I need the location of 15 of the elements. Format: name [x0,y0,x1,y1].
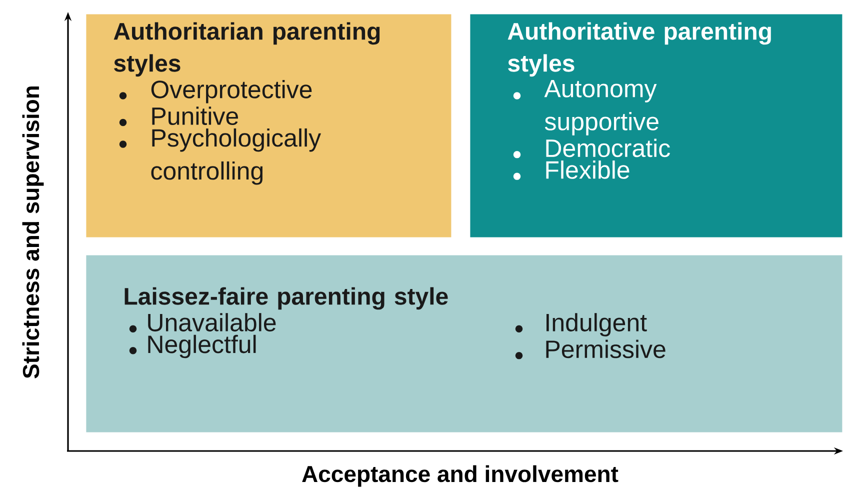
list-item: Punitive [119,106,238,126]
list-item: Psychologically controlling [119,128,322,185]
list-item: Autonomy supportive [513,80,658,136]
list-item: Democratic [513,138,670,158]
list-item: Permissive [515,340,666,360]
list-item: Flexible [513,160,630,180]
list-item: Unavailable [129,313,276,332]
list-item: Overprotective [119,80,312,104]
box-heading: Laissez-faire parenting style [124,287,448,310]
list-item: Indulgent [515,313,647,336]
box-heading: Authoritarian parenting styles [114,22,380,77]
axis-label: Acceptance and involvement [302,465,618,487]
box-heading: Authoritative parenting styles [508,22,771,77]
list-item: Neglectful [129,334,256,358]
axis-label: Strictness and supervision [22,86,44,378]
